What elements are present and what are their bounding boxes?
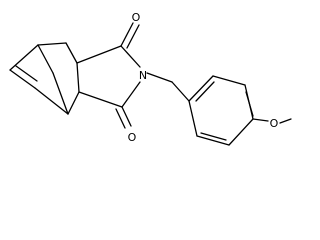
- bond-carbonyl-top-2: [126, 24, 140, 49]
- bond-ring-fusion: [76, 62, 80, 93]
- ether-oxygen-label: O: [270, 117, 279, 130]
- bond-ring-upper-right: [65, 42, 78, 64]
- bond-nitrogen-benzyl: [146, 72, 173, 83]
- bond-carbonyl-bottom-1: [121, 106, 132, 127]
- bond-benzene-2: [212, 75, 246, 86]
- bond-benzene-1: [188, 75, 214, 102]
- imide-nitrogen-label: N: [139, 69, 147, 82]
- bond-benzene-inner-a: [195, 81, 215, 102]
- bond-benzene-6: [188, 100, 198, 137]
- bond-carbonyl-bottom-2: [115, 108, 126, 129]
- bond-aryl-oxygen: [252, 118, 269, 122]
- bond-benzyl-ring: [171, 81, 190, 102]
- carbonyl-oxygen-bottom-label: O: [128, 131, 137, 144]
- bond-benzene-4: [228, 118, 254, 146]
- bond-nitrogen-lower-carbon: [121, 81, 141, 108]
- molecule-drawing: O N O O: [9, 11, 292, 146]
- bond-ring-top: [37, 42, 67, 46]
- bond-upper-carbon-nitrogen: [120, 45, 141, 68]
- bond-oxygen-methyl: [279, 118, 292, 124]
- bond-benzene-5: [196, 135, 230, 146]
- bond-ring-lower-right: [67, 91, 80, 115]
- bond-imide-lower-carbon: [78, 91, 123, 108]
- bond-ring-bottom: [34, 87, 69, 115]
- bond-benzene-inner-b: [245, 91, 254, 117]
- bond-bridge-left: [37, 44, 54, 74]
- bond-carbonyl-top-1: [120, 22, 134, 47]
- bond-alkene-inner: [15, 65, 38, 82]
- structure-canvas: O N O O: [9, 11, 292, 146]
- bond-alkene-outer: [9, 69, 36, 89]
- bond-ring-left: [9, 44, 39, 71]
- carbonyl-oxygen-top-label: O: [132, 11, 141, 24]
- bond-benzene-inner-c: [200, 132, 227, 141]
- bond-bridge-right: [52, 72, 69, 115]
- bond-imide-upper-carbon: [76, 45, 122, 64]
